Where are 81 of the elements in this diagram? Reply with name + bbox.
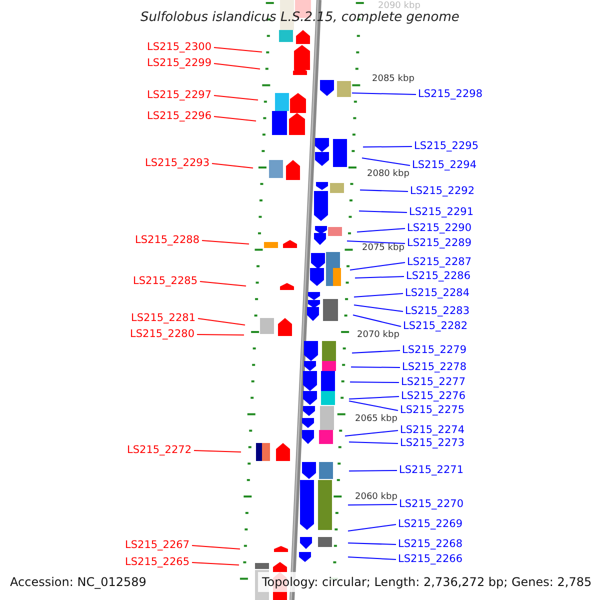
gene-label: LS215_2295 [414,141,479,152]
position-label: 2060 kbp [355,493,398,502]
gene-label: LS215_2268 [398,539,463,550]
leader-line [362,146,412,148]
leader-line [214,116,256,122]
gene-label: LS215_2291 [409,207,474,218]
leader-line [352,92,416,95]
leader-line [200,281,246,286]
gene-label: LS215_2266 [398,554,463,564]
gene-label: LS215_2280 [130,329,195,340]
leader-line [348,504,398,506]
gene-label: LS215_2286 [406,271,471,282]
gene-label: LS215_2283 [405,306,470,316]
leader-line [192,545,240,550]
gene-label: LS215_2271 [399,465,464,476]
leader-line [348,400,398,411]
leader-line [198,318,246,326]
gene-label: LS215_2299 [147,58,212,68]
gene-label: LS215_2293 [145,158,210,168]
leader-line [214,47,262,52]
position-label: 2090 kbp [378,2,420,11]
leader-line [348,542,396,545]
accession-label: Accession: NC_012589 [10,576,146,588]
leader-line [348,556,396,560]
position-label: 2080 kbp [367,170,410,179]
leader-line [362,158,410,166]
leader-line [350,366,400,368]
leader-line [348,442,398,444]
leader-line [350,382,400,383]
gene-label: LS215_2269 [398,519,463,530]
gene-label: LS215_2272 [127,445,192,456]
leader-line [214,95,258,100]
map-title: Sulfolobus islandicus L.S.2.15, complete genome [140,11,460,24]
leader-line [214,63,260,70]
gene-label: LS215_2289 [407,238,472,248]
leader-line [354,304,404,312]
gene-label: LS215_2273 [400,438,465,448]
position-label: 2065 kbp [355,415,398,424]
gene-label: LS215_2270 [399,499,464,510]
gene-label: LS215_2282 [403,321,468,332]
gene-label: LS215_2298 [418,89,483,100]
gene-label: LS215_2294 [412,160,477,170]
gene-label: LS215_2290 [407,223,472,234]
position-label: 2085 kbp [372,75,414,84]
gene-label: LS215_2296 [147,111,212,122]
leader-line [356,228,406,232]
leader-line [192,562,240,566]
gene-label: LS215_2288 [135,235,200,246]
gene-label: LS215_2278 [402,362,467,372]
gene-label: LS215_2292 [410,186,475,196]
leader-line [348,470,398,472]
leader-line [360,190,408,192]
gene-label: LS215_2274 [400,425,465,436]
gene-label: LS215_2275 [400,405,465,416]
position-label: 2070 kbp [357,331,400,340]
gene-label: LS215_2279 [402,345,467,356]
gene-label: LS215_2267 [125,540,190,550]
leader-line [348,396,400,400]
leader-line [352,314,402,327]
leader-line [346,240,406,244]
leader-line [350,262,406,270]
leader-line [202,240,250,244]
leader-line [344,430,398,436]
leader-line [352,350,400,354]
gene-label: LS215_2276 [401,391,466,402]
leader-line [354,293,404,298]
gene-label: LS215_2287 [407,257,472,268]
gene-label: LS215_2277 [401,377,466,388]
leader-line [354,276,404,278]
gene-label: LS215_2300 [147,42,212,52]
leader-line [212,163,254,168]
leader-line [194,450,242,452]
leader-line [358,210,408,213]
gene-label: LS215_2265 [125,557,190,568]
position-label: 2075 kbp [362,244,404,253]
gene-label: LS215_2284 [405,288,470,298]
gene-label: LS215_2297 [147,90,212,100]
leader-line [196,334,244,336]
gene-label: LS215_2281 [131,313,196,324]
gene-label: LS215_2285 [133,276,198,286]
leader-line [348,524,396,532]
